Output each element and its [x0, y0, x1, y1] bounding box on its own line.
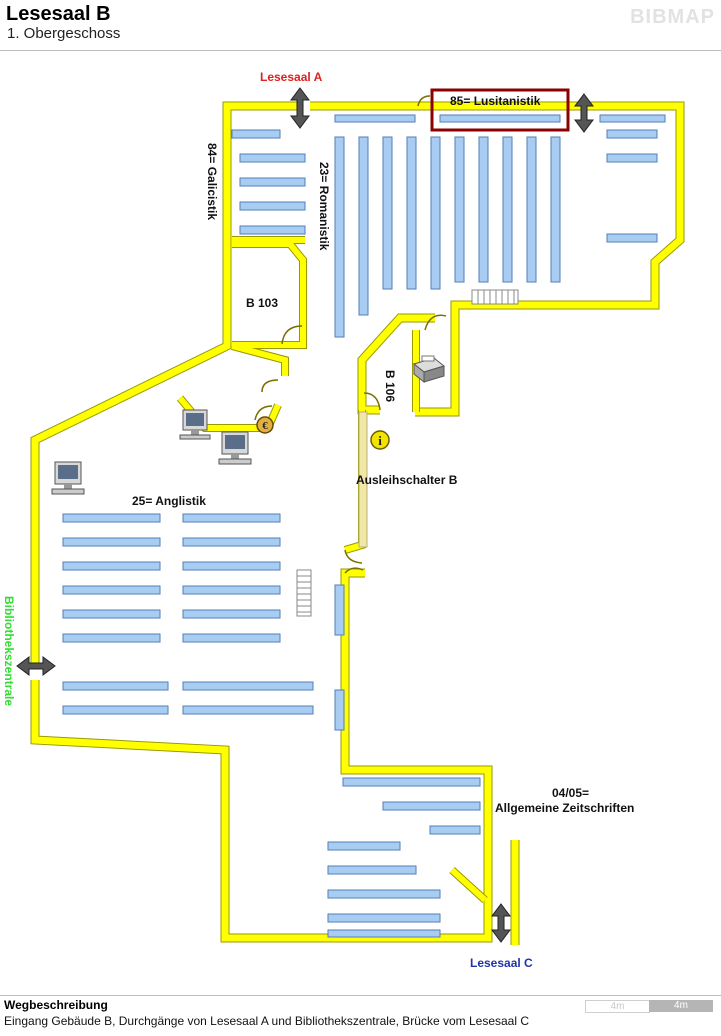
shelf [382, 136, 393, 290]
shelf [478, 136, 489, 283]
footer: Wegbeschreibung Eingang Gebäude B, Durch… [0, 995, 721, 1036]
shelf [382, 801, 481, 811]
label-zeitschriften: Allgemeine Zeitschriften [495, 801, 634, 815]
shelf [342, 777, 481, 787]
label-lesesaal-a: Lesesaal A [260, 70, 323, 84]
shelf [62, 681, 169, 691]
svg-text:€: € [262, 420, 268, 432]
directions-title: Wegbeschreibung [4, 998, 108, 1012]
floor-map-svg: € i Lesesaal A 85= Lusitanistik 84= Gali… [2, 70, 685, 970]
shelf [502, 136, 513, 283]
shelf [606, 153, 658, 163]
label-bibliothekszentrale: Bibliothekszentrale [2, 596, 16, 706]
shelf [334, 689, 345, 731]
label-anglistik: 25= Anglistik [132, 494, 206, 508]
directions-text: Eingang Gebäude B, Durchgänge von Lesesa… [4, 1014, 529, 1028]
scale-bar: 4m 4m [585, 1000, 713, 1013]
shelf [406, 136, 417, 290]
shelf [231, 129, 281, 139]
shelf [62, 609, 161, 619]
stairs-icon [471, 289, 519, 305]
euro-icon: € [256, 416, 274, 434]
shelf [182, 705, 314, 715]
walls-fill [31, 102, 684, 945]
shelf [62, 537, 161, 547]
shelf [606, 233, 658, 243]
label-b103: B 103 [246, 296, 278, 310]
shelf [62, 561, 161, 571]
shelf [358, 136, 369, 316]
shelf [182, 513, 281, 523]
shelf [182, 537, 281, 547]
shelf [526, 136, 537, 283]
computer-icon [179, 409, 211, 440]
scale-left: 4m [585, 1000, 650, 1013]
shelf [182, 681, 314, 691]
label-lesesaal-c: Lesesaal C [470, 956, 533, 970]
computer-icon [218, 431, 252, 465]
stairs-icon [296, 569, 312, 617]
shelf [182, 633, 281, 643]
double-arrow-icon [491, 903, 511, 943]
shelf [599, 114, 666, 123]
header: Lesesaal B 1. Obergeschoss BIBMAP [0, 0, 721, 51]
label-b106: B 106 [383, 370, 397, 402]
shelf [239, 225, 306, 235]
label-ausleihschalter: Ausleihschalter B [356, 473, 458, 487]
shelf [429, 825, 481, 835]
wall-outer-left [30, 101, 300, 666]
lusitanistik-highlight [430, 88, 570, 132]
shelf [182, 585, 281, 595]
shelf [239, 153, 306, 163]
shelf [239, 177, 306, 187]
shelf [182, 561, 281, 571]
shelf [327, 865, 417, 875]
shelf [606, 129, 658, 139]
shelf [334, 584, 345, 636]
double-arrow-icon [574, 93, 594, 133]
walls [30, 101, 685, 945]
wall-b103 [232, 240, 307, 349]
shelf [239, 201, 306, 211]
label-galicistik: 84= Galicistik [205, 143, 219, 220]
shelf [62, 705, 169, 715]
shelf [334, 114, 416, 123]
shelf [550, 136, 561, 283]
shelf [439, 114, 561, 123]
double-arrow-icon [16, 656, 56, 676]
label-lusitanistik: 85= Lusitanistik [450, 94, 541, 108]
computer-icon [51, 461, 85, 495]
label-romanistik: 23= Romanistik [317, 162, 331, 251]
shelf [327, 841, 401, 851]
service-desk [358, 411, 368, 548]
label-zeitschriften-number: 04/05= [552, 786, 589, 800]
doors [254, 95, 447, 574]
page-title: Lesesaal B [6, 3, 111, 25]
shelf [334, 136, 345, 338]
floor-map: € i Lesesaal A 85= Lusitanistik 84= Gali… [0, 50, 721, 995]
wall-right-lower [340, 568, 493, 840]
info-icon: i [370, 430, 390, 450]
shelf [182, 609, 281, 619]
bibmap-logo: BIBMAP [630, 6, 715, 28]
shelf [62, 513, 161, 523]
shelves [62, 114, 666, 938]
scale-right: 4m [649, 1000, 713, 1012]
shelf [430, 136, 441, 290]
shelf [62, 633, 161, 643]
shelf [327, 889, 441, 899]
printer-icon [412, 355, 446, 384]
shelf [327, 929, 441, 938]
double-arrow-icon [290, 87, 310, 129]
floor-subtitle: 1. Obergeschoss [7, 25, 121, 42]
shelf [327, 913, 441, 923]
shelf [62, 585, 161, 595]
svg-text:i: i [378, 433, 382, 448]
shelf [454, 136, 465, 283]
